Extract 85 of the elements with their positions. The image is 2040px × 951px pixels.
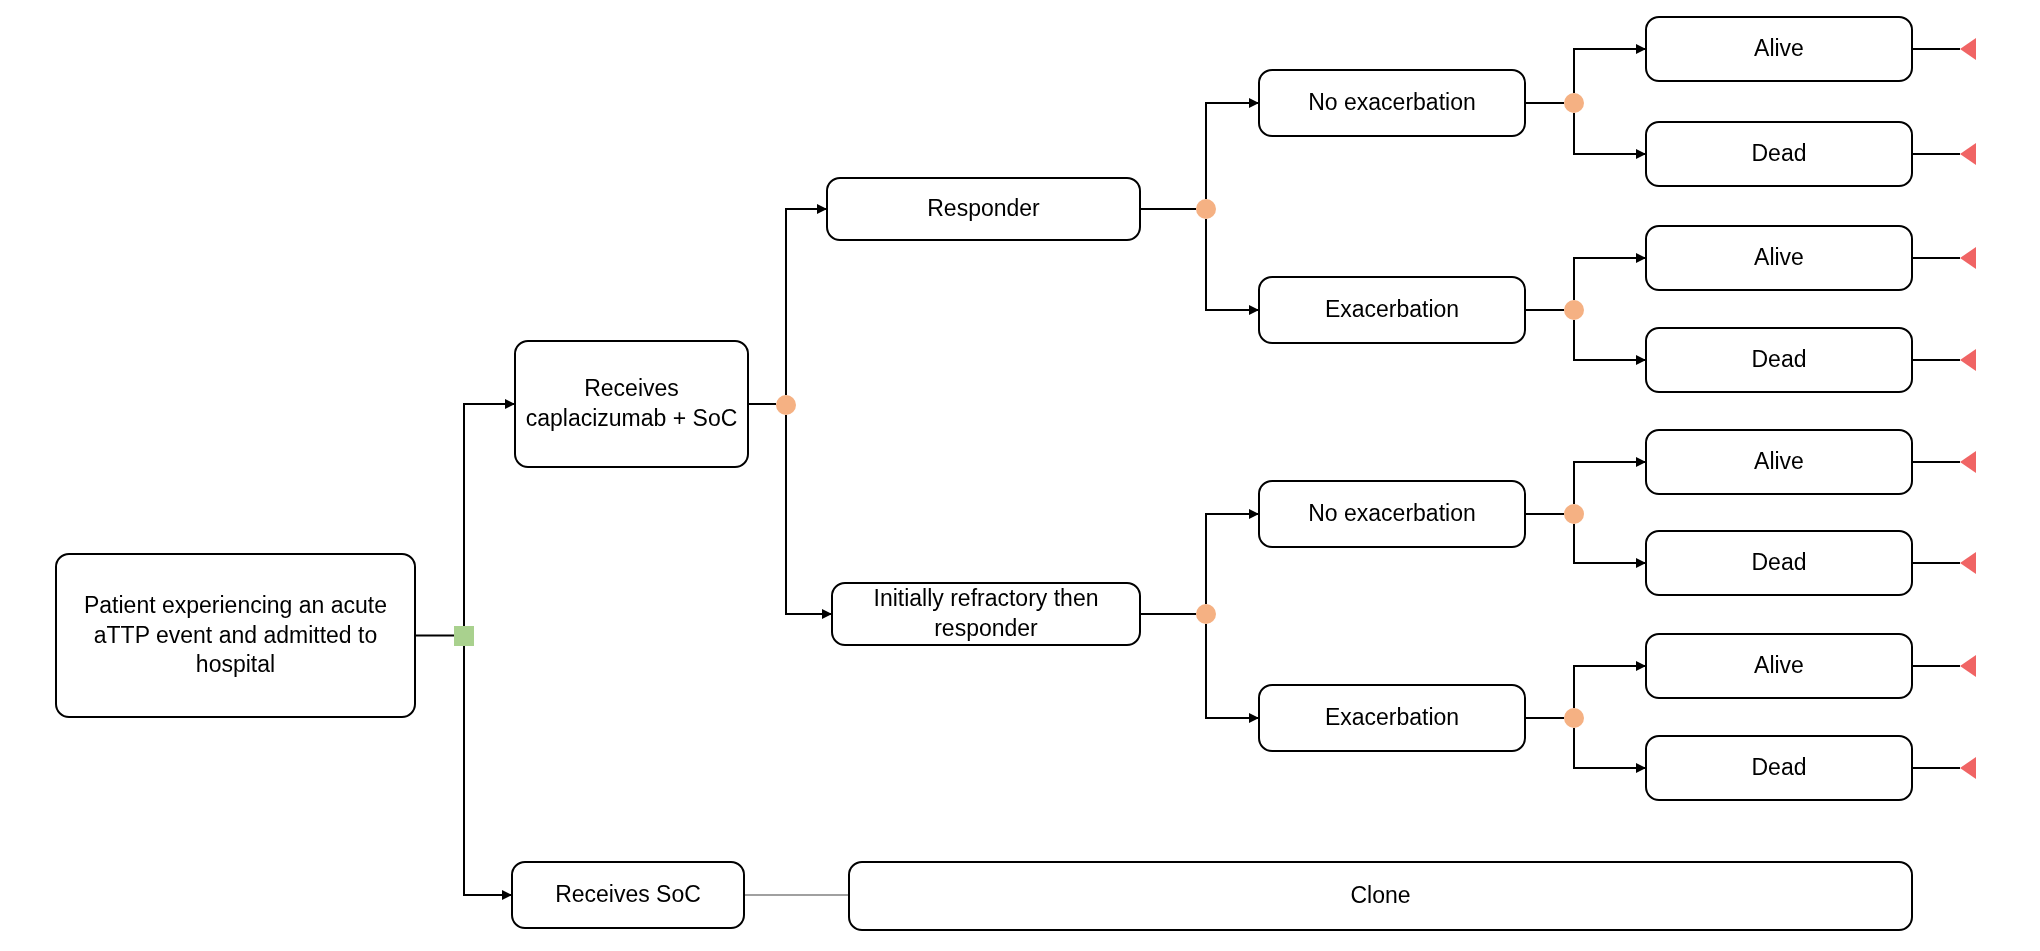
box-label: Alive	[1754, 651, 1804, 681]
connector-line	[415, 634, 455, 637]
box-label: No exacerbation	[1308, 88, 1476, 118]
arrow	[1573, 727, 1646, 773]
arrow	[785, 204, 827, 396]
arrow	[1205, 509, 1259, 605]
arrow	[1573, 112, 1646, 159]
box-label: Responder	[927, 194, 1040, 224]
connector-line	[1912, 257, 1961, 259]
connector-line	[1912, 461, 1961, 463]
outcome-box	[1258, 69, 1526, 137]
chance-node-circle	[1196, 604, 1216, 624]
outcome-box	[831, 582, 1141, 646]
connector-line	[1525, 102, 1565, 104]
outcome-box	[848, 861, 1913, 931]
connector-line	[1140, 613, 1197, 615]
terminal-node-triangle	[1960, 552, 1976, 574]
arrow	[1573, 319, 1646, 365]
outcome-box	[1258, 276, 1526, 344]
arrow	[785, 414, 832, 619]
outcome-box	[1645, 429, 1913, 495]
connector-line	[1912, 665, 1961, 667]
box-label: Clone	[1350, 881, 1411, 911]
chance-node-circle	[1196, 199, 1216, 219]
outcome-box	[1645, 327, 1913, 393]
box-label: Receives SoC	[555, 880, 701, 910]
terminal-node-triangle	[1960, 247, 1976, 269]
outcome-box	[1258, 684, 1526, 752]
arrow	[1205, 623, 1259, 723]
arrow	[463, 399, 515, 627]
box-label: Initially refractory then responder	[872, 584, 1100, 643]
outcome-box	[514, 340, 749, 468]
box-label: Alive	[1754, 34, 1804, 64]
box-label: Alive	[1754, 447, 1804, 477]
arrow	[1573, 44, 1646, 94]
box-label: Exacerbation	[1324, 295, 1460, 325]
arrow	[1573, 253, 1646, 301]
outcome-box	[1645, 121, 1913, 187]
outcome-box	[55, 553, 416, 718]
box-label: Dead	[1751, 548, 1807, 578]
connector-line	[1525, 717, 1565, 719]
outcome-box	[1645, 530, 1913, 596]
outcome-box	[1645, 633, 1913, 699]
connector-line	[1140, 208, 1197, 210]
arrow	[1573, 523, 1646, 568]
outcome-box	[1645, 225, 1913, 291]
terminal-node-triangle	[1960, 38, 1976, 60]
outcome-box	[1645, 16, 1913, 82]
box-label: Dead	[1751, 753, 1807, 783]
outcome-box	[826, 177, 1141, 241]
decision-node-square	[454, 626, 474, 646]
outcome-box	[511, 861, 745, 929]
chance-node-circle	[1564, 708, 1584, 728]
arrow	[1573, 661, 1646, 709]
arrow	[1205, 218, 1259, 315]
arrow	[1573, 457, 1646, 505]
connector-line	[1525, 309, 1565, 311]
terminal-node-triangle	[1960, 655, 1976, 677]
outcome-box	[1645, 735, 1913, 801]
box-label: Dead	[1751, 345, 1807, 375]
chance-node-circle	[1564, 300, 1584, 320]
connector-line	[748, 403, 777, 405]
connector-line	[1912, 48, 1961, 50]
chance-node-circle	[1564, 93, 1584, 113]
terminal-node-triangle	[1960, 143, 1976, 165]
connector-line	[744, 894, 849, 896]
box-label: Exacerbation	[1324, 703, 1460, 733]
box-label: Alive	[1754, 243, 1804, 273]
chance-node-circle	[1564, 504, 1584, 524]
terminal-node-triangle	[1960, 349, 1976, 371]
terminal-node-triangle	[1960, 451, 1976, 473]
chance-node-circle	[776, 395, 796, 415]
connector-line	[1912, 562, 1961, 564]
box-label: No exacerbation	[1308, 499, 1476, 529]
outcome-box	[1258, 480, 1526, 548]
box-label: Receives caplacizumab + SoC	[524, 374, 739, 433]
arrow	[1205, 98, 1259, 200]
terminal-node-triangle	[1960, 757, 1976, 779]
connector-line	[1912, 767, 1961, 769]
box-label: Patient experiencing an acute aTTP event and admitted to hospital	[82, 590, 388, 680]
connector-line	[1525, 513, 1565, 515]
connector-line	[1912, 359, 1961, 361]
box-label: Dead	[1751, 139, 1807, 169]
arrow	[463, 645, 512, 900]
connector-line	[1912, 153, 1961, 155]
